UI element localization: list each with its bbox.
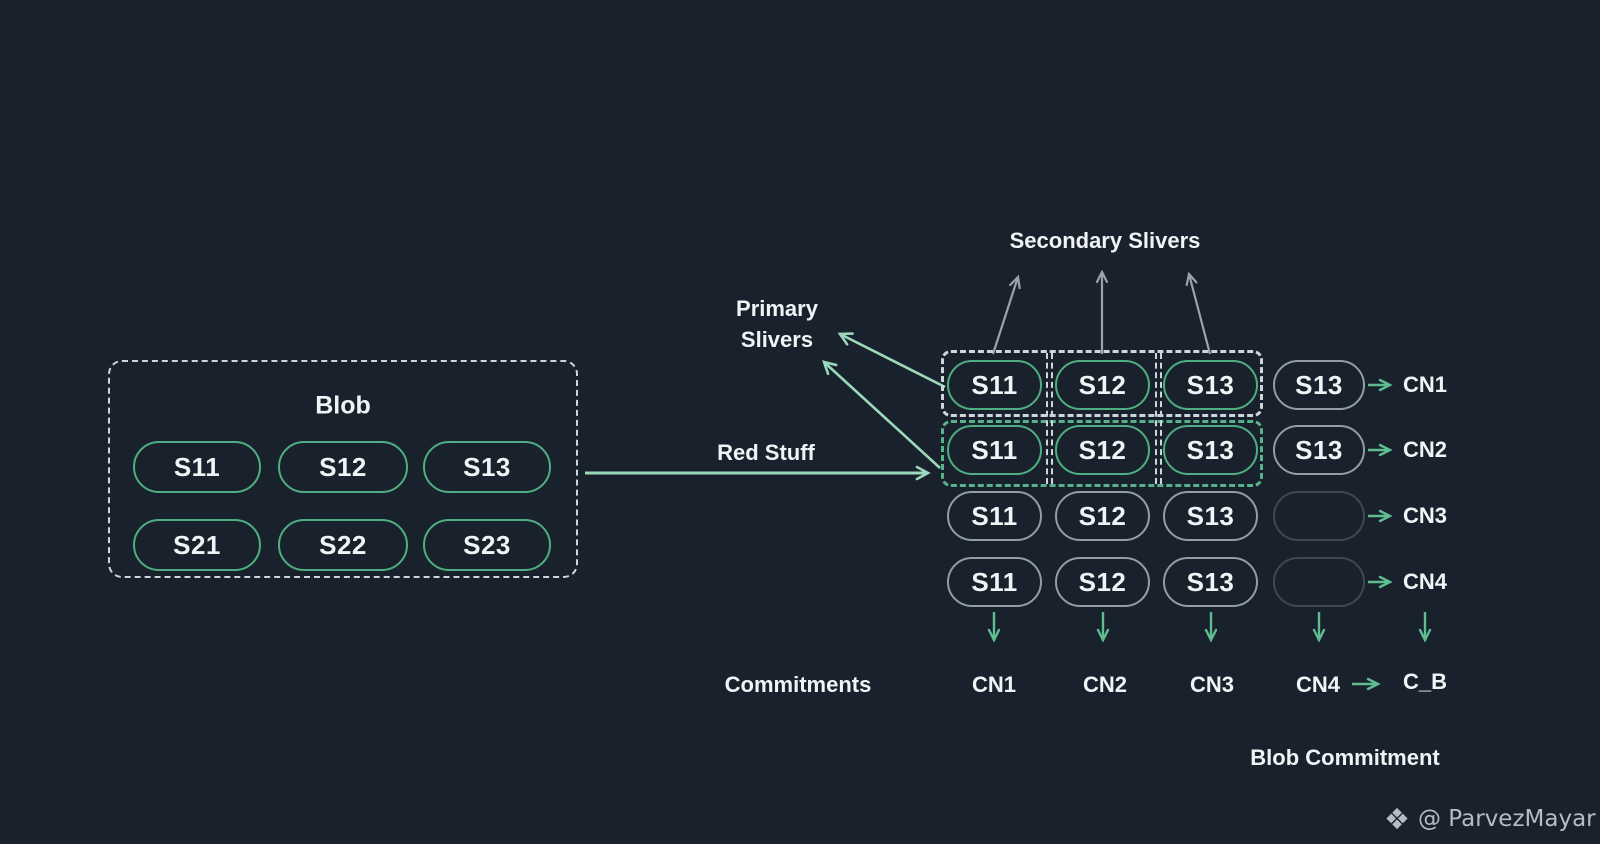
commitment-node-label: CN2 (1082, 672, 1128, 697)
sliver-pill: S12 (1055, 425, 1150, 475)
watermark-handle: @ ParvezMayar (1418, 806, 1596, 832)
blob-pill: S22 (278, 519, 408, 571)
node-sliver-pill: S13 (1273, 425, 1365, 475)
dash-divider (1155, 353, 1157, 484)
watermark: ❖ @ ParvezMayar (1384, 803, 1596, 835)
blob-pill: S12 (278, 441, 408, 493)
sliver-pill: S13 (1163, 491, 1258, 541)
node-label: CN2 (1402, 437, 1448, 462)
secondary-slivers-arrows (991, 269, 1212, 355)
node-sliver-pill: S13 (1273, 360, 1365, 410)
node-sliver-pill-empty (1273, 557, 1365, 607)
sliver-pill: S12 (1055, 360, 1150, 410)
blob-box (108, 360, 578, 578)
node-label: CN3 (1402, 503, 1448, 528)
commitment-node-label: CN4 (1295, 672, 1341, 697)
node-label: CN4 (1402, 569, 1448, 594)
primary-slivers-label: Primary Slivers (736, 295, 818, 352)
blob-commitment-symbol: C_B (1402, 669, 1448, 694)
red-stuff-label: Red Stuff (717, 440, 815, 465)
dash-divider (1160, 353, 1162, 484)
sliver-pill: S12 (1055, 491, 1150, 541)
sliver-pill: S11 (947, 360, 1042, 410)
sliver-pill: S13 (1163, 557, 1258, 607)
primary-slivers-arrows (821, 332, 946, 469)
sliver-pill: S12 (1055, 557, 1150, 607)
commitment-down-arrows (987, 612, 1432, 643)
commitment-node-label: CN1 (971, 672, 1017, 697)
binance-diamond-icon: ❖ (1384, 801, 1410, 836)
node-assignment-arrows (1368, 378, 1393, 589)
node-label: CN1 (1402, 372, 1448, 397)
sliver-pill: S13 (1163, 360, 1258, 410)
blob-commitment-label: Blob Commitment (1250, 745, 1440, 770)
blob-pill: S11 (133, 441, 261, 493)
blob-pill: S13 (423, 441, 551, 493)
blob-pill: S21 (133, 519, 261, 571)
commitments-label: Commitments (724, 672, 872, 697)
sliver-pill: S11 (947, 491, 1042, 541)
blob-pill: S23 (423, 519, 551, 571)
commitment-node-label: CN3 (1189, 672, 1235, 697)
dash-divider (1046, 353, 1048, 484)
secondary-slivers-label: Secondary Slivers (1009, 228, 1201, 253)
sliver-pill: S13 (1163, 425, 1258, 475)
blob-title: Blob (315, 391, 371, 420)
node-sliver-pill-empty (1273, 491, 1365, 541)
primary-sliver-row-dash (941, 350, 1263, 417)
sliver-pill: S11 (947, 557, 1042, 607)
primary-sliver-row-dash (941, 420, 1263, 487)
sliver-pill: S11 (947, 425, 1042, 475)
dash-divider (1051, 353, 1053, 484)
